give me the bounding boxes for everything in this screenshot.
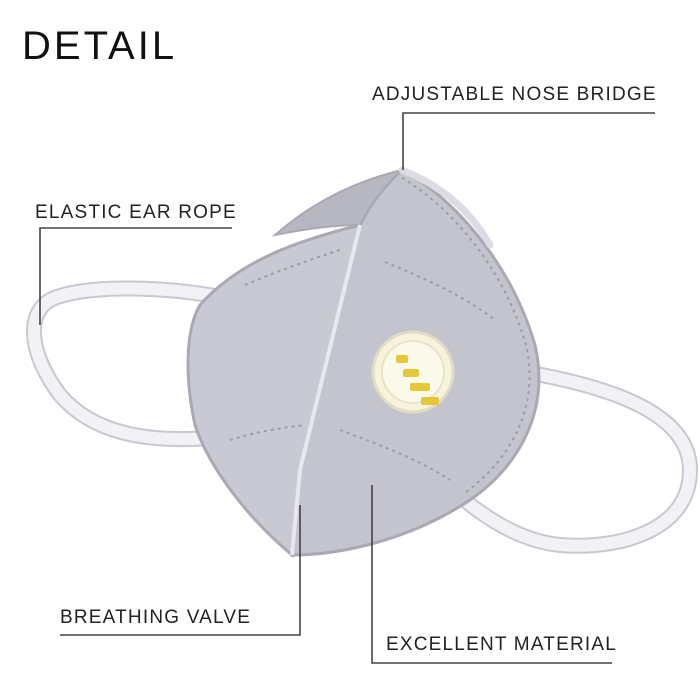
leader-line-material — [371, 485, 612, 664]
left-ear-strap — [26, 280, 233, 448]
leader-line-ear-rope — [39, 227, 232, 325]
page-title: DETAIL — [22, 24, 178, 68]
label-adjustable-nose-bridge: ADJUSTABLE NOSE BRIDGE — [372, 84, 657, 105]
breathing-valve — [371, 330, 455, 414]
leader-line-breathing-valve — [60, 505, 301, 636]
label-elastic-ear-rope: ELASTIC EAR ROPE — [35, 202, 237, 223]
mask-body — [186, 166, 541, 558]
label-excellent-material: EXCELLENT MATERIAL — [386, 634, 618, 655]
leader-lines — [39, 112, 655, 664]
leader-line-nose-bridge — [402, 112, 655, 170]
right-ear-strap — [442, 364, 699, 554]
label-breathing-valve: BREATHING VALVE — [60, 607, 252, 628]
